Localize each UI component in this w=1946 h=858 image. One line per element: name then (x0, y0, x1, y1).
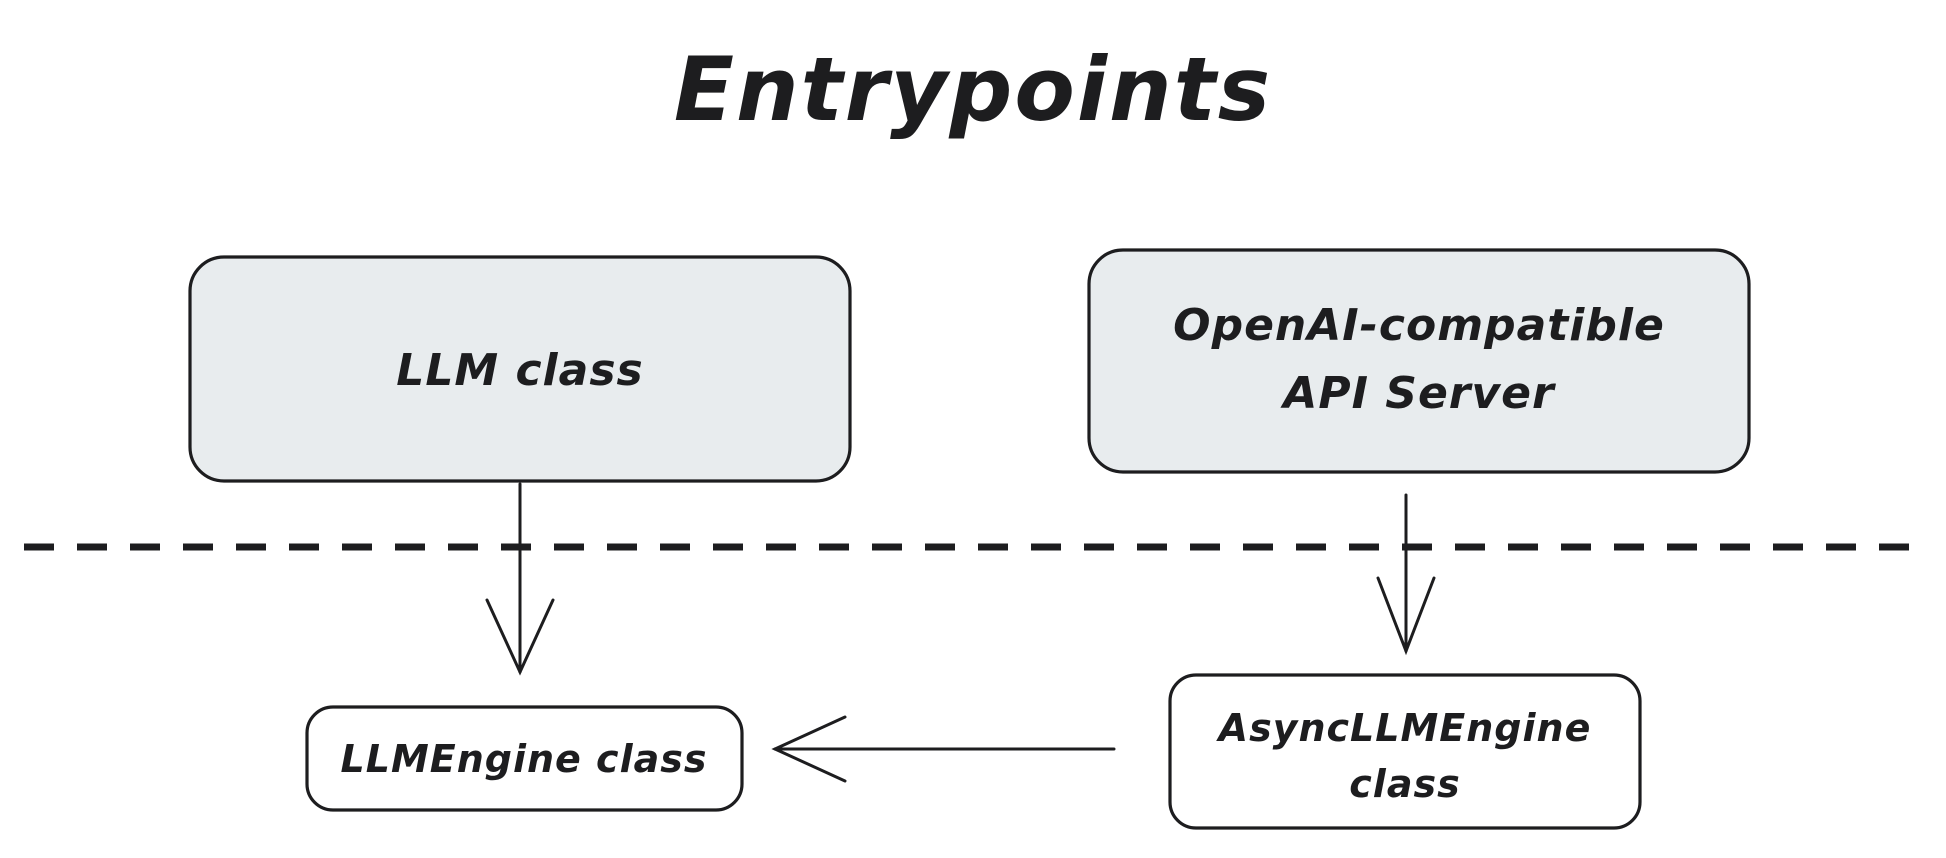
node-llmengine-class[interactable]: LLMEngine class (305, 705, 744, 812)
page-title: Entrypoints (674, 38, 1272, 141)
edge-apiserver-to-asyncllmengine (1376, 493, 1436, 656)
node-openai-api-server[interactable]: OpenAI-compatible API Server (1087, 248, 1751, 474)
node-openai-api-server-label-line2: API Server (1280, 368, 1556, 419)
node-openai-api-server-box (1087, 248, 1751, 474)
node-llm-class-box (188, 255, 852, 483)
node-asyncllmengine-class-label-line1: AsyncLLMEngine (1216, 706, 1592, 750)
node-llmengine-class-label: LLMEngine class (341, 737, 708, 781)
node-asyncllmengine-class-box (1168, 673, 1642, 830)
node-llm-class-label: LLM class (396, 345, 643, 396)
node-llm-class[interactable]: LLM class (188, 255, 852, 483)
edge-llm-to-llmengine (485, 482, 555, 676)
node-asyncllmengine-class[interactable]: AsyncLLMEngine class (1168, 673, 1642, 830)
edge-asyncllmengine-to-llmengine-arrowhead (771, 715, 847, 783)
node-openai-api-server-label-line1: OpenAI-compatible (1173, 300, 1665, 351)
edge-apiserver-to-asyncllmengine-arrowhead (1376, 576, 1436, 656)
node-llmengine-class-box (305, 705, 744, 812)
edge-llm-to-llmengine-arrowhead (485, 598, 555, 676)
node-asyncllmengine-class-label-line2: class (1349, 762, 1460, 806)
edge-asyncllmengine-to-llmengine (771, 715, 1116, 783)
